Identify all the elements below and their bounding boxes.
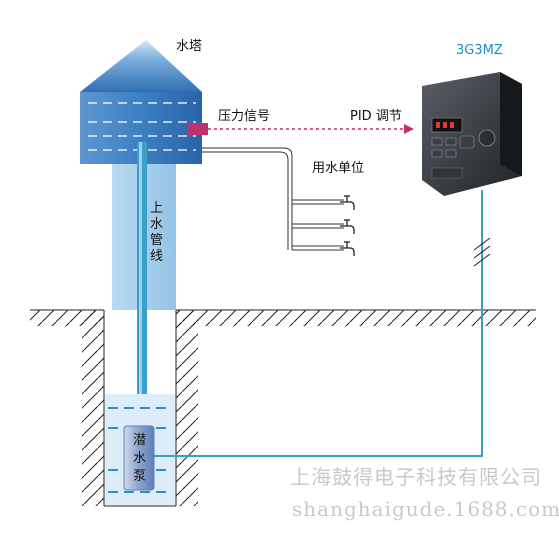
pump-char: 水	[133, 451, 146, 466]
uphill-pipe-char: 管	[150, 233, 163, 248]
distribution-pipes	[202, 147, 344, 251]
uphill-pipe-char: 水	[150, 217, 163, 232]
water-units-label: 用水单位	[312, 161, 364, 176]
inverter-display-digits	[436, 122, 454, 128]
inverter-3g3mz	[422, 72, 522, 196]
watermark-company: 上海鼓得电子科技有限公司	[290, 465, 542, 489]
pump-char: 潜	[133, 433, 146, 448]
inverter-dial	[478, 129, 496, 147]
pump-char: 泵	[133, 469, 146, 484]
signal-arrowhead	[404, 124, 414, 134]
uphill-pipe-char: 线	[150, 249, 163, 264]
faucet-icon	[340, 241, 355, 256]
submersible-pump-label: 潜 水 泵	[133, 433, 146, 484]
faucet-icon	[340, 219, 355, 234]
faucet-icon	[340, 195, 355, 210]
submersible-pump	[123, 425, 155, 491]
pid-control-label: PID 调节	[350, 109, 402, 124]
uphill-pipe-label: 上 水 管 线	[150, 201, 163, 264]
inverter-label-plate	[431, 167, 463, 179]
ground	[30, 309, 536, 326]
inverter-keypad	[431, 135, 475, 158]
pressure-signal-label: 压力信号	[218, 109, 270, 124]
cable-marker	[473, 237, 491, 267]
tower-roof	[80, 40, 202, 92]
faucet-icons	[340, 195, 355, 256]
uphill-pipe-char: 上	[150, 201, 163, 216]
uphill-pipe-highlight	[139, 142, 142, 442]
inverter-model-label: 3G3MZ	[456, 43, 503, 58]
power-line	[154, 190, 483, 457]
watermark-url: shanghaigude.1688.com	[292, 497, 559, 521]
pressure-sensor	[188, 123, 208, 135]
water-tower-label: 水塔	[176, 39, 202, 54]
